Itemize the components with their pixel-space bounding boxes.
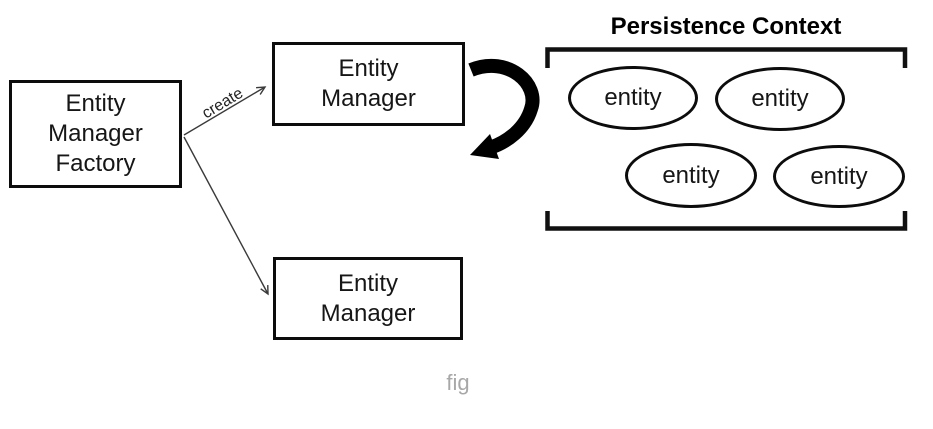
factory-label-line: Entity bbox=[65, 90, 126, 117]
manage-arrow-curve bbox=[468, 58, 540, 155]
manage-arrow-head bbox=[470, 134, 499, 159]
factory-label-line: Manager bbox=[48, 120, 143, 147]
entity-manager-top-box: Entity Manager bbox=[272, 42, 465, 126]
entity-manager-label-line: Manager bbox=[321, 85, 416, 112]
entity-manager-label-line: Manager bbox=[320, 299, 416, 327]
entity-manager-label-line: Entity bbox=[338, 55, 399, 82]
create-arrow-top bbox=[183, 86, 267, 136]
persistence-context-title: Persistence Context bbox=[610, 13, 842, 40]
entity-manager-label-line: Entity bbox=[337, 269, 399, 297]
persistence-context-top-bracket bbox=[545, 47, 908, 68]
figure-caption: fig bbox=[446, 370, 470, 395]
entity-ellipse: entity bbox=[715, 67, 845, 131]
factory-label-line: Factory bbox=[55, 150, 136, 177]
entity-ellipse: entity bbox=[773, 145, 905, 208]
persistence-context-bottom-bracket bbox=[545, 211, 908, 231]
entity-ellipse: entity bbox=[568, 66, 698, 130]
entity-manager-factory-box: Entity Manager Factory bbox=[9, 80, 182, 188]
entity-manager-bottom-box: Entity Manager bbox=[273, 257, 463, 340]
entity-ellipse: entity bbox=[625, 143, 757, 208]
create-arrow-bottom bbox=[183, 136, 269, 296]
